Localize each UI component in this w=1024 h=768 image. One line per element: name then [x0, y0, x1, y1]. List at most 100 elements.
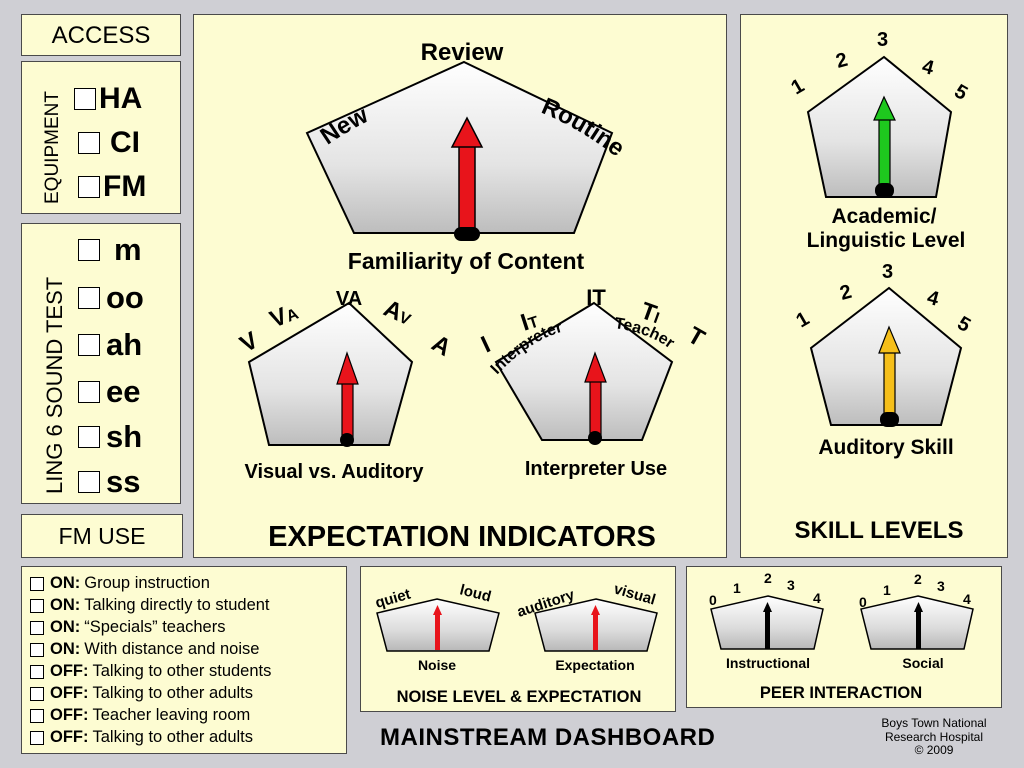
fm-status-text: Talking to other students: [92, 662, 272, 680]
fm-status-text: Teacher leaving room: [92, 706, 251, 724]
equipment-label: FM: [103, 170, 147, 203]
equipment-panel: EQUIPMENT HA CI FM: [21, 61, 181, 214]
auditory-scale-1: 1: [793, 308, 814, 333]
familiarity-needle-head: [450, 116, 484, 148]
academic-scale-4: 4: [920, 56, 937, 80]
visual-auditory-label-va: VA: [266, 298, 302, 334]
social-needle: [916, 611, 921, 649]
interpreter-label-it-top: IT: [586, 285, 606, 310]
instructional-needle: [765, 611, 770, 649]
noise-title: NOISE LEVEL & EXPECTATION: [397, 688, 642, 706]
fm-status-row[interactable]: ON:“Specials” teachers: [30, 618, 225, 637]
fm-status-row[interactable]: ON:Talking directly to student: [30, 596, 270, 615]
credit: Boys Town National Research Hospital © 2…: [856, 716, 1012, 758]
fm-status-state: ON:: [50, 574, 81, 592]
equipment-item-fm[interactable]: FM: [78, 170, 146, 204]
peer-gauges: 0 1 2 3 4 Instructional 0 1 2 3 4 Social…: [709, 570, 974, 702]
ling-label: sh: [106, 419, 143, 454]
fm-status-state: ON:: [50, 640, 81, 658]
fm-status-state: OFF:: [50, 728, 89, 746]
checkbox[interactable]: [78, 239, 100, 261]
dashboard-title: MAINSTREAM DASHBOARD: [380, 724, 716, 751]
expectation-needle: [593, 614, 598, 650]
interpreter-label-i: I: [477, 331, 494, 358]
checkbox[interactable]: [30, 598, 44, 613]
ling-item-sh[interactable]: sh: [78, 419, 142, 455]
auditory-needle-hub: [880, 412, 899, 427]
checkbox[interactable]: [78, 176, 100, 198]
checkbox[interactable]: [30, 708, 44, 723]
checkbox[interactable]: [30, 576, 44, 591]
social-scale-4: 4: [963, 591, 971, 607]
social-scale-1: 1: [883, 582, 891, 598]
checkbox[interactable]: [78, 287, 100, 309]
interpreter-caption: Interpreter Use: [525, 458, 667, 480]
expectation-needle-head: [591, 605, 600, 615]
fm-status-row[interactable]: OFF:Talking to other adults: [30, 728, 253, 747]
fm-status-row[interactable]: OFF:Talking to other students: [30, 662, 271, 681]
interpreter-label-t: T: [683, 322, 709, 353]
ling-item-ee[interactable]: ee: [78, 374, 140, 410]
visual-auditory-needle: [341, 381, 354, 441]
fm-status-row[interactable]: ON:With distance and noise: [30, 640, 259, 659]
social-scale-3: 3: [937, 578, 945, 594]
ling-label: oo: [106, 280, 144, 315]
academic-scale-2: 2: [834, 49, 850, 73]
expectation-caption: Expectation: [555, 657, 634, 673]
interpreter-label-ti: TI: [637, 297, 664, 329]
fm-status-panel: ON:Group instruction ON:Talking directly…: [21, 566, 347, 754]
academic-scale-5: 5: [951, 80, 972, 105]
visual-auditory-label-a: A: [427, 330, 456, 362]
checkbox[interactable]: [78, 426, 100, 448]
access-title: ACCESS: [51, 22, 151, 49]
fm-status-row[interactable]: OFF:Teacher leaving room: [30, 706, 250, 725]
academic-needle-hub: [875, 183, 894, 198]
visual-auditory-gauge-face: [247, 301, 414, 446]
fm-use-panel: FM USE: [21, 514, 183, 558]
ling-label: m: [114, 232, 142, 267]
interpreter-needle-head: [584, 351, 607, 383]
checkbox[interactable]: [78, 334, 100, 356]
fm-status-text: With distance and noise: [84, 640, 260, 658]
equipment-item-ci[interactable]: CI: [78, 126, 140, 160]
ling-item-oo[interactable]: oo: [78, 280, 144, 316]
checkbox[interactable]: [78, 471, 100, 493]
ling-item-ss[interactable]: ss: [78, 464, 140, 500]
skill-gauges: 1 2 3 4 5 Academic/ Linguistic Level 1 2…: [788, 29, 975, 544]
fm-status-row[interactable]: ON:Group instruction: [30, 574, 210, 593]
checkbox[interactable]: [78, 132, 100, 154]
equipment-item-ha[interactable]: HA: [74, 82, 142, 116]
checkbox[interactable]: [74, 88, 96, 110]
ling-item-ah[interactable]: ah: [78, 327, 142, 363]
fm-status-state: OFF:: [50, 662, 89, 680]
ling-label: ah: [106, 327, 143, 362]
auditory-scale-2: 2: [838, 281, 854, 305]
skill-title: SKILL LEVELS: [795, 517, 964, 544]
instructional-caption: Instructional: [726, 655, 810, 671]
auditory-needle-head: [878, 325, 901, 354]
peer-title: PEER INTERACTION: [760, 684, 922, 702]
fm-status-row[interactable]: OFF:Talking to other adults: [30, 684, 253, 703]
checkbox[interactable]: [30, 664, 44, 679]
checkbox[interactable]: [30, 642, 44, 657]
instructional-needle-head: [763, 602, 772, 612]
academic-needle-head: [873, 95, 896, 121]
academic-scale-1: 1: [788, 75, 809, 100]
checkbox[interactable]: [30, 686, 44, 701]
expectation-panel: Review New Routine Familiarity of Conten…: [193, 14, 727, 558]
checkbox[interactable]: [30, 730, 44, 745]
ling-label: ee: [106, 374, 141, 409]
noise-caption: Noise: [418, 657, 456, 673]
social-scale-2: 2: [914, 571, 922, 587]
noise-label-right: loud: [458, 581, 493, 605]
familiarity-needle-hub: [454, 227, 480, 241]
interpreter-needle-hub: [588, 431, 602, 445]
ling-item-m[interactable]: m: [78, 232, 142, 268]
academic-caption-line1: Academic/: [831, 205, 936, 228]
fm-status-text: Talking to other adults: [92, 684, 254, 702]
credit-line2: Research Hospital: [884, 729, 984, 744]
checkbox[interactable]: [30, 620, 44, 635]
checkbox[interactable]: [78, 381, 100, 403]
access-panel: ACCESS: [21, 14, 181, 56]
visual-auditory-label-v: V: [236, 327, 263, 358]
